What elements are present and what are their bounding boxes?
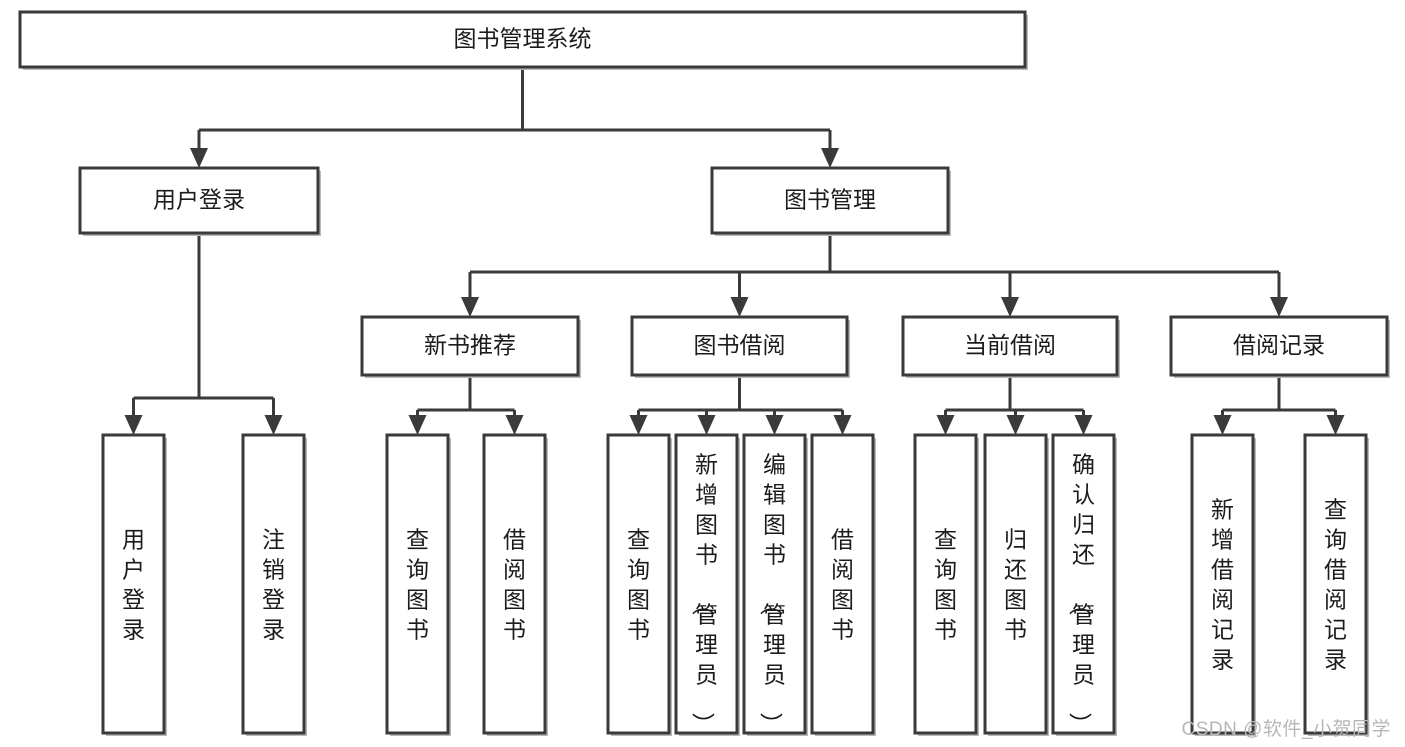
node-label: 图书借阅 — [694, 332, 786, 358]
node-leaf-query-book-2[interactable]: 查询图书 — [606, 433, 672, 736]
arrow-head-icon — [505, 415, 524, 435]
node-label: 注销登录 — [262, 526, 285, 642]
node-label: 图书管理 — [784, 187, 876, 213]
node-box[interactable] — [385, 433, 450, 735]
node-label: 当前借阅 — [964, 332, 1056, 358]
node-box[interactable] — [606, 433, 671, 735]
connector-edges — [124, 67, 1345, 435]
node-box[interactable] — [710, 166, 950, 235]
node-box[interactable] — [983, 433, 1048, 735]
arrow-head-icon — [1001, 297, 1019, 317]
node-box[interactable] — [78, 166, 320, 235]
node-label: 用户登录 — [122, 526, 145, 642]
watermark-text: CSDN @软件_小贺同学 — [1181, 719, 1391, 740]
node-label: 查询图书 — [406, 526, 429, 642]
node-label: 用户登录 — [153, 187, 245, 213]
node-box[interactable] — [1169, 315, 1389, 377]
node-root-图书管理系统[interactable]: 图书管理系统 — [18, 10, 1028, 70]
node-box[interactable] — [18, 10, 1027, 69]
node-borrow-record[interactable]: 借阅记录 — [1169, 315, 1390, 378]
arrow-head-icon — [833, 415, 852, 435]
node-box[interactable] — [1303, 433, 1368, 735]
node-leaf-query-record[interactable]: 查询借阅记录 — [1303, 433, 1369, 736]
node-book-manage[interactable]: 图书管理 — [710, 166, 951, 236]
node-leaf-borrow-book-2[interactable]: 借阅图书 — [810, 433, 876, 736]
node-leaf-return-book[interactable]: 归还图书 — [983, 433, 1049, 736]
node-box[interactable] — [674, 433, 739, 735]
node-box[interactable] — [482, 433, 547, 735]
node-box[interactable] — [360, 315, 580, 377]
node-leaf-user-login[interactable]: 用户登录 — [101, 433, 167, 736]
node-label: 编辑图书（管理员） — [758, 451, 786, 735]
node-new-book-recommend[interactable]: 新书推荐 — [360, 315, 581, 378]
node-box[interactable] — [742, 433, 807, 735]
arrow-head-icon — [1270, 297, 1288, 317]
node-box[interactable] — [1051, 433, 1116, 735]
node-leaf-logout[interactable]: 注销登录 — [241, 433, 307, 736]
node-label: 确认归还（管理员） — [1067, 451, 1095, 735]
arrow-head-icon — [408, 415, 427, 435]
arrow-head-icon — [697, 415, 716, 435]
arrow-head-icon — [1074, 415, 1093, 435]
node-label: 新书推荐 — [424, 332, 516, 358]
node-label: 查询图书 — [934, 526, 957, 642]
arrow-head-icon — [629, 415, 648, 435]
node-label: 归还图书 — [1004, 526, 1027, 642]
node-box[interactable] — [901, 315, 1119, 377]
node-box[interactable] — [1190, 433, 1255, 735]
node-leaf-confirm-return[interactable]: 确认归还（管理员） — [1051, 433, 1117, 736]
arrow-head-icon — [461, 297, 479, 317]
node-label: 借阅图书 — [503, 526, 526, 642]
node-leaf-query-book-1[interactable]: 查询图书 — [385, 433, 451, 736]
node-label: 借阅图书 — [831, 526, 854, 642]
arrow-head-icon — [730, 297, 749, 317]
node-leaf-edit-book[interactable]: 编辑图书（管理员） — [742, 433, 808, 736]
node-label: 查询借阅记录 — [1324, 496, 1347, 672]
node-box[interactable] — [810, 433, 875, 735]
node-leaf-borrow-book-1[interactable]: 借阅图书 — [482, 433, 548, 736]
node-label: 查询图书 — [627, 526, 650, 642]
arrow-head-icon — [124, 415, 143, 435]
arrow-head-icon — [264, 415, 283, 435]
node-book-borrow[interactable]: 图书借阅 — [630, 315, 850, 378]
node-label: 借阅记录 — [1233, 332, 1325, 358]
arrow-head-icon — [1326, 415, 1345, 435]
diagram-nodes: 图书管理系统用户登录图书管理新书推荐图书借阅当前借阅借阅记录用户登录注销登录查询… — [18, 10, 1390, 736]
node-current-borrow[interactable]: 当前借阅 — [901, 315, 1120, 378]
node-user-login[interactable]: 用户登录 — [78, 166, 321, 236]
node-label: 新增图书（管理员） — [690, 451, 718, 735]
arrow-head-icon — [1006, 415, 1025, 435]
arrow-head-icon — [190, 148, 208, 168]
node-box[interactable] — [630, 315, 849, 377]
node-label: 新增借阅记录 — [1211, 496, 1234, 672]
node-leaf-add-book[interactable]: 新增图书（管理员） — [674, 433, 740, 736]
arrow-head-icon — [821, 148, 839, 168]
node-label: 图书管理系统 — [454, 26, 592, 52]
node-box[interactable] — [241, 433, 306, 735]
node-leaf-add-record[interactable]: 新增借阅记录 — [1190, 433, 1256, 736]
arrow-head-icon — [936, 415, 955, 435]
arrow-head-icon — [765, 415, 784, 435]
node-box[interactable] — [101, 433, 166, 735]
node-box[interactable] — [913, 433, 978, 735]
arrow-head-icon — [1213, 415, 1232, 435]
node-leaf-query-book-3[interactable]: 查询图书 — [913, 433, 979, 736]
